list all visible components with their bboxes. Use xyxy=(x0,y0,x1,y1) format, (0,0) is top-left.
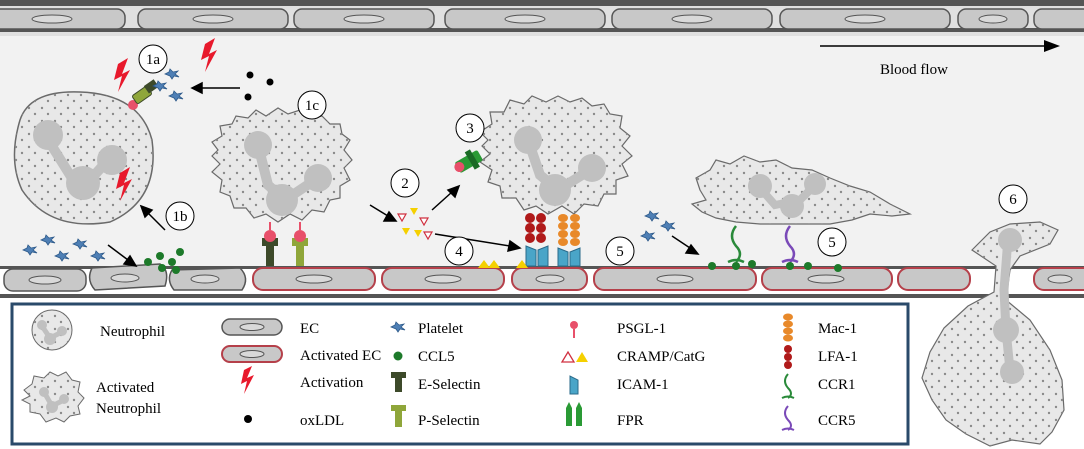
legend-label-neutrophil: Neutrophil xyxy=(100,324,165,340)
legend-lfa1-icon xyxy=(784,345,792,369)
blood-flow-label: Blood flow xyxy=(880,62,948,78)
step-6: 6 xyxy=(998,184,1028,214)
ccl5-deposits xyxy=(144,248,842,274)
legend-label-oxldl: oxLDL xyxy=(300,413,344,429)
ccr1-receptor xyxy=(727,225,745,264)
process-arrows xyxy=(107,81,700,268)
legend-label-activated-ec: Activated EC xyxy=(300,348,381,364)
step-1a: 1a xyxy=(138,44,168,74)
svg-text:5: 5 xyxy=(616,244,624,260)
svg-text:1b: 1b xyxy=(173,209,188,225)
fpr-receptor-3 xyxy=(454,149,483,173)
blood-flow-arrow xyxy=(820,40,1060,52)
svg-text:2: 2 xyxy=(401,176,409,192)
legend-label-activation: Activation xyxy=(300,375,364,391)
activated-neutrophil-4 xyxy=(478,95,633,215)
legend-oxldl-icon xyxy=(244,415,252,423)
activated-neutrophil-1c xyxy=(211,107,353,223)
step-4: 4 xyxy=(444,236,474,266)
mac1-icam1-complex xyxy=(557,214,581,267)
legend-psgl1-icon xyxy=(570,321,578,338)
legend-label-activated-line2: Neutrophil xyxy=(96,401,161,417)
legend-ec-icon xyxy=(221,318,283,336)
legend-label-ccr5: CCR5 xyxy=(818,413,856,429)
legend-cramp-icon xyxy=(560,350,588,363)
legend-label-icam1: ICAM-1 xyxy=(617,377,669,393)
svg-text:1c: 1c xyxy=(305,98,320,114)
oxldl-particles xyxy=(244,71,274,101)
legend-label-fpr: FPR xyxy=(617,413,644,429)
legend-label-ccr1: CCR1 xyxy=(818,377,856,393)
top-endothelium xyxy=(0,0,1084,36)
legend-label-ccl5: CCL5 xyxy=(418,349,455,365)
step-2: 2 xyxy=(390,168,420,198)
legend-fpr-icon xyxy=(566,402,582,426)
fpr-receptor-1a xyxy=(128,79,159,110)
legend-mac1-icon xyxy=(783,313,793,342)
svg-text:6: 6 xyxy=(1009,192,1017,208)
legend-activation-icon xyxy=(241,366,254,394)
crawling-neutrophil-5 xyxy=(690,155,913,225)
legend-label-cramp: CRAMP/CatG xyxy=(617,349,706,365)
step-3: 3 xyxy=(455,113,485,143)
legend-label-platelet: Platelet xyxy=(418,321,464,337)
legend-ccr5-icon xyxy=(781,405,795,431)
legend-activated-ec-icon xyxy=(221,345,283,363)
legend: Neutrophil Activated Neutrophil EC Activ… xyxy=(10,302,910,446)
transmigrating-neutrophil-6 xyxy=(921,221,1065,447)
e-selectin-binding xyxy=(262,222,278,266)
step-1b: 1b xyxy=(165,201,195,231)
step-1c: 1c xyxy=(297,90,327,120)
legend-ccr1-icon xyxy=(781,373,795,399)
legend-neutrophil-icon xyxy=(31,309,73,351)
legend-ccl5-icon xyxy=(393,351,403,361)
cramp-catg xyxy=(396,208,528,268)
legend-activated-neutrophil-icon xyxy=(20,371,85,423)
legend-label-lfa1: LFA-1 xyxy=(818,349,858,365)
svg-text:3: 3 xyxy=(466,121,474,137)
legend-label-p-selectin: P-Selectin xyxy=(418,413,480,429)
legend-p-selectin-icon xyxy=(391,405,406,427)
legend-label-mac1: Mac-1 xyxy=(818,321,857,337)
legend-label-activated-line1: Activated xyxy=(96,380,155,396)
p-selectin-binding xyxy=(292,222,308,266)
legend-label-psgl1: PSGL-1 xyxy=(617,321,666,337)
svg-text:5: 5 xyxy=(828,235,836,251)
ccr5-receptor xyxy=(781,225,799,264)
step-5a: 5 xyxy=(605,236,635,266)
legend-label-ec: EC xyxy=(300,321,319,337)
legend-e-selectin-icon xyxy=(391,372,406,392)
legend-label-e-selectin: E-Selectin xyxy=(418,377,481,393)
step-5b: 5 xyxy=(817,227,847,257)
lfa1-icam1-complex xyxy=(525,213,549,267)
resting-neutrophil xyxy=(13,91,154,225)
svg-text:1a: 1a xyxy=(146,52,161,68)
bottom-endothelium xyxy=(0,263,1084,298)
legend-icam1-icon xyxy=(569,375,579,395)
svg-text:4: 4 xyxy=(455,244,463,260)
